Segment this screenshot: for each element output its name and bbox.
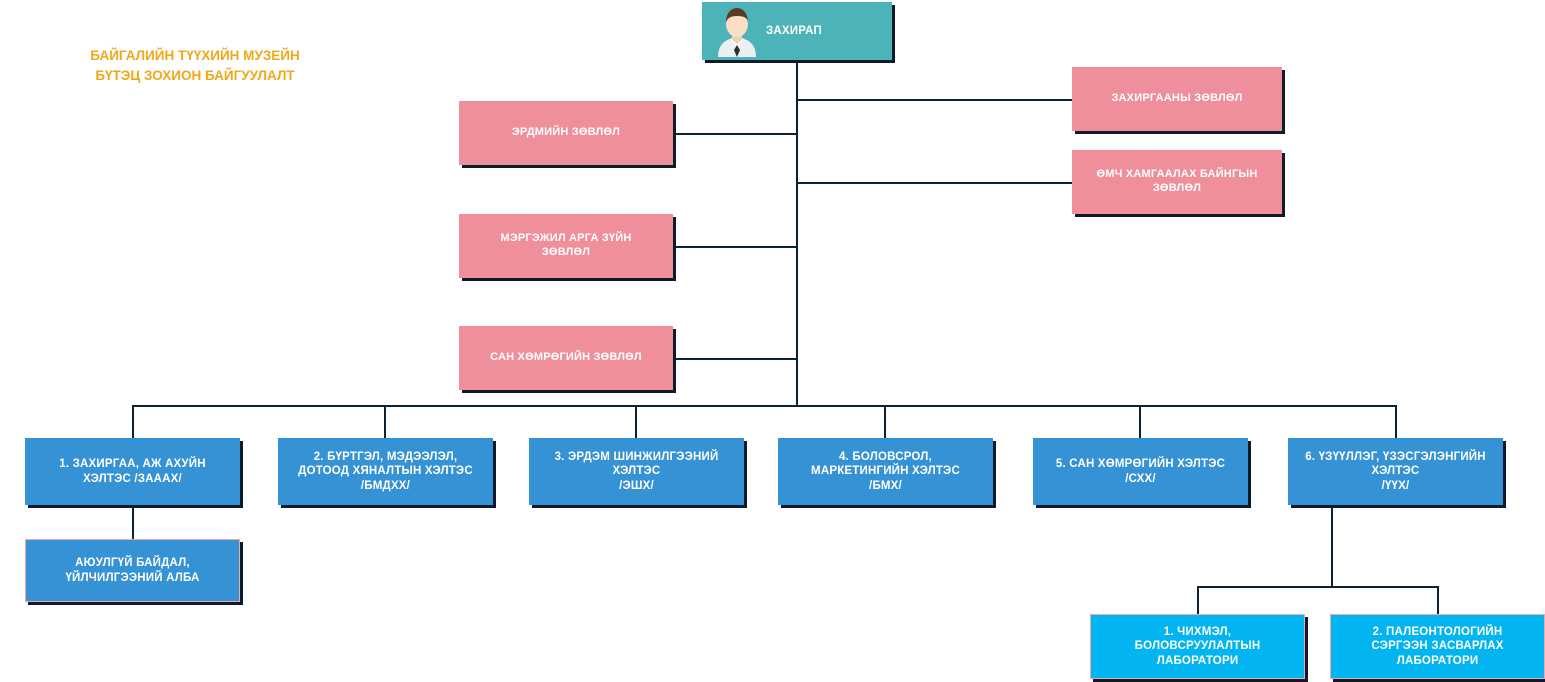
node-department-1[interactable]: 1. ЗАХИРГАА, АЖ АХУЙН ХЭЛТЭС /ЗАААХ/ [25,438,240,505]
node-council-collections-label: САН ХӨМРӨГИЙН ЗӨВЛӨЛ [490,351,642,364]
connector-lab-drop-1 [1197,586,1199,614]
node-department-6[interactable]: 6. ҮЗҮҮЛЛЭГ, ҮЗЭСГЭЛЭНГИЙН ХЭЛТЭС /ҮҮХ/ [1288,438,1503,505]
node-department-6-label: 6. ҮЗҮҮЛЛЭГ, ҮЗЭСГЭЛЭНГИЙН ХЭЛТЭС /ҮҮХ/ [1305,450,1486,492]
connector-dept1-to-subunit [132,505,134,539]
connector-department-bus [132,405,1397,407]
connector-department-drop-4 [884,405,886,438]
node-department-4[interactable]: 4. БОЛОВСРОЛ, МАРКЕТИНГИЙН ХЭЛТЭС /БМХ/ [778,438,993,505]
connector-left-council-3 [673,358,798,360]
node-department-2[interactable]: 2. БҮРТГЭЛ, МЭДЭЭЛЭЛ, ДОТООД ХЯНАЛТЫН ХЭ… [278,438,493,505]
node-council-property-protection[interactable]: ӨМЧ ХАМГААЛАХ БАЙНГЫН ЗӨВЛӨЛ [1072,150,1282,214]
page-title: БАЙГАЛИЙН ТҮҮХИЙН МУЗЕЙН БҮТЭЦ ЗОХИОН БА… [90,48,300,83]
node-department-1-label: 1. ЗАХИРГАА, АЖ АХУЙН ХЭЛТЭС /ЗАААХ/ [59,458,206,485]
node-director-label: ЗАХИРАП [766,24,822,37]
node-subunit-security-service-label: АЮУЛГҮЙ БАЙДАЛ, ҮЙЛЧИЛГЭЭНИЙ АЛБА [65,557,200,584]
connector-left-council-2 [673,246,798,248]
node-department-3[interactable]: 3. ЭРДЭМ ШИНЖИЛГЭЭНИЙ ХЭЛТЭС /ЭШХ/ [529,438,744,505]
connector-trunk-vertical [796,60,798,406]
node-laboratory-1[interactable]: 1. ЧИХМЭЛ, БОЛОВСРУУЛАЛТЫН ЛАБОРАТОРИ [1090,614,1305,679]
connector-department-drop-2 [384,405,386,438]
node-council-academic-label: ЭРДМИЙН ЗӨВЛӨЛ [511,126,621,139]
node-council-methodology-label: МЭРГЭЖИЛ АРГА ЗҮЙН ЗӨВЛӨЛ [500,232,632,258]
node-council-administration-label: ЗАХИРГААНЫ ЗӨВЛӨЛ [1111,92,1243,105]
node-council-methodology[interactable]: МЭРГЭЖИЛ АРГА ЗҮЙН ЗӨВЛӨЛ [459,214,673,278]
node-department-5-label: 5. САН ХӨМРӨГИЙН ХЭЛТЭС /СХХ/ [1055,458,1226,485]
node-council-administration[interactable]: ЗАХИРГААНЫ ЗӨВЛӨЛ [1072,67,1282,131]
node-department-2-label: 2. БҮРТГЭЛ, МЭДЭЭЛЭЛ, ДОТООД ХЯНАЛТЫН ХЭ… [298,450,473,492]
node-council-property-protection-label: ӨМЧ ХАМГААЛАХ БАЙНГЫН ЗӨВЛӨЛ [1096,168,1258,194]
node-laboratory-2-label: 2. ПАЛЕОНТОЛОГИЙН СЭРГЭЭН ЗАСВАРЛАХ ЛАБО… [1371,625,1504,667]
node-director[interactable]: ЗАХИРАП [702,2,892,60]
connector-department-drop-5 [1139,405,1141,438]
connector-lab-bus [1197,586,1439,588]
connector-right-council-2 [796,182,1074,184]
node-department-5[interactable]: 5. САН ХӨМРӨГИЙН ХЭЛТЭС /СХХ/ [1033,438,1248,505]
connector-left-council-1 [673,133,798,135]
connector-department-drop-6 [1395,405,1397,438]
person-avatar-icon [710,5,764,57]
connector-department-drop-3 [635,405,637,438]
connector-right-council-1 [796,99,1074,101]
connector-lab-drop-2 [1437,586,1439,614]
node-council-academic[interactable]: ЭРДМИЙН ЗӨВЛӨЛ [459,101,673,165]
connector-department-drop-1 [132,405,134,438]
node-subunit-security-service[interactable]: АЮУЛГҮЙ БАЙДАЛ, ҮЙЛЧИЛГЭЭНИЙ АЛБА [25,539,240,602]
node-council-collections[interactable]: САН ХӨМРӨГИЙН ЗӨВЛӨЛ [459,326,673,390]
node-laboratory-2[interactable]: 2. ПАЛЕОНТОЛОГИЙН СЭРГЭЭН ЗАСВАРЛАХ ЛАБО… [1330,614,1545,679]
node-department-3-label: 3. ЭРДЭМ ШИНЖИЛГЭЭНИЙ ХЭЛТЭС /ЭШХ/ [554,450,719,492]
node-laboratory-1-label: 1. ЧИХМЭЛ, БОЛОВСРУУЛАЛТЫН ЛАБОРАТОРИ [1134,625,1261,667]
connector-dept6-to-labs-vertical [1331,505,1333,587]
node-department-4-label: 4. БОЛОВСРОЛ, МАРКЕТИНГИЙН ХЭЛТЭС /БМХ/ [811,450,960,492]
